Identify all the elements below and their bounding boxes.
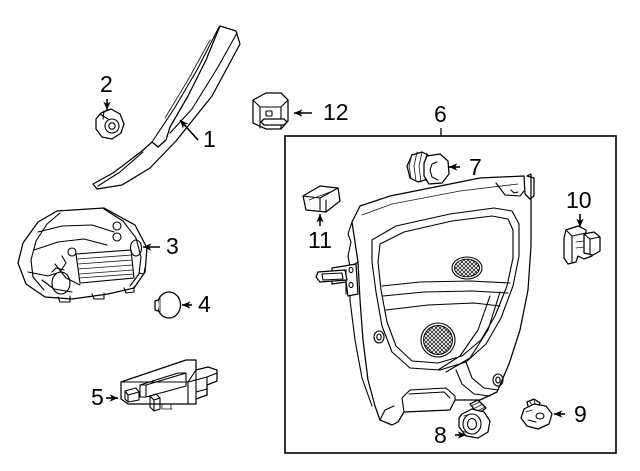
part-5-seat-belt-latch-striker: [120, 359, 218, 412]
callout-label-5: 5: [91, 384, 104, 410]
part-6-quarter-trim-panel-assembly: [315, 173, 535, 426]
quarter-trim-panel-frame: [284, 135, 617, 454]
callout-label-4: 4: [198, 291, 211, 317]
callout-label-12: 12: [323, 99, 349, 125]
part-10-retainer-bracket-clip: [563, 225, 601, 265]
callout-label-7: 7: [469, 154, 482, 180]
callout-1-leader: [179, 119, 199, 141]
part-11-wedge-block-stopper: [302, 185, 341, 213]
callout-label-11: 11: [308, 227, 332, 253]
callout-label-6: 6: [434, 101, 447, 127]
part-3-rear-speaker-grille-trim: [17, 207, 148, 303]
part-4-round-trim-cap: [154, 291, 182, 319]
part-1-a-pillar-trim-molding: [92, 25, 241, 190]
callout-label-2: 2: [100, 71, 113, 97]
callout-label-10: 10: [566, 187, 592, 213]
part-8-trim-panel-screw: [458, 399, 491, 439]
part-12-oval-trim-cap-plug: [252, 92, 289, 130]
part-2-pillar-trim-clip: [95, 108, 125, 140]
part-9-screw-cover-cap: [520, 398, 553, 430]
callout-label-1: 1: [203, 126, 216, 152]
callout-label-3: 3: [166, 233, 179, 259]
callout-label-8: 8: [434, 422, 447, 448]
callout-label-9: 9: [574, 401, 587, 427]
part-7-ribbed-grommet-plug: [406, 151, 450, 185]
